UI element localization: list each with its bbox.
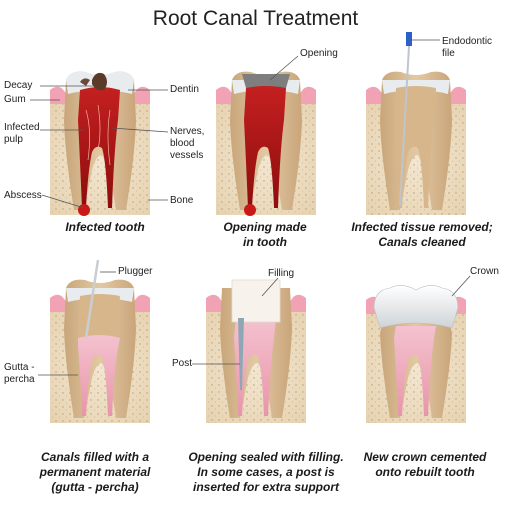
- label-gutta-2: percha: [4, 374, 35, 385]
- caption-line: permanent material: [39, 465, 151, 479]
- label-nerves-2: blood: [170, 138, 195, 149]
- page-title: Root Canal Treatment: [152, 7, 359, 30]
- caption-line: Opening made: [223, 220, 307, 234]
- label-opening: Opening: [300, 48, 338, 59]
- gutta-percha-illustration: [50, 259, 150, 423]
- label-decay: Decay: [4, 80, 33, 91]
- caption-infected-tooth: Infected tooth: [30, 220, 180, 235]
- caption-line: (gutta - percha): [51, 480, 139, 494]
- label-plugger: Plugger: [118, 266, 153, 277]
- opening-made-illustration: [216, 71, 316, 216]
- label-bone: Bone: [170, 195, 194, 206]
- label-filling: Filling: [268, 268, 295, 279]
- label-infected-pulp-2: pulp: [4, 134, 23, 145]
- caption-line: Canals filled with a: [40, 450, 150, 464]
- filling-post-illustration: [206, 279, 306, 423]
- label-abscess: Abscess: [4, 190, 42, 201]
- label-gum: Gum: [4, 94, 26, 105]
- caption-line: inserted for extra support: [192, 480, 340, 494]
- caption-opening-made: Opening made in tooth: [190, 220, 340, 250]
- caption-gutta-percha: Canals filled with a permanent material …: [10, 450, 180, 495]
- canals-cleaned-illustration: [366, 32, 466, 215]
- caption-line: Infected tissue removed;: [351, 220, 493, 234]
- caption-line: In some cases, a post is: [197, 465, 335, 479]
- label-crown: Crown: [470, 266, 499, 277]
- label-endodontic-2: file: [442, 48, 455, 59]
- label-infected-pulp-1: Infected: [4, 122, 40, 133]
- label-nerves-3: vessels: [170, 150, 204, 161]
- label-post: Post: [172, 358, 193, 369]
- caption-crown: New crown cemented onto rebuilt tooth: [350, 450, 500, 480]
- caption-line: Canals cleaned: [378, 235, 466, 249]
- label-gutta-1: Gutta -: [4, 362, 35, 373]
- label-dentin: Dentin: [170, 84, 199, 95]
- caption-line: onto rebuilt tooth: [375, 465, 475, 479]
- caption-line: Opening sealed with filling.: [188, 450, 344, 464]
- crown-illustration: [366, 285, 466, 423]
- caption-line: New crown cemented: [363, 450, 487, 464]
- caption-line: in tooth: [243, 235, 287, 249]
- caption-line: Infected tooth: [65, 220, 145, 234]
- label-endodontic-1: Endodontic: [442, 36, 493, 47]
- label-nerves-1: Nerves,: [170, 126, 205, 137]
- caption-canals-cleaned: Infected tissue removed; Canals cleaned: [336, 220, 508, 250]
- infected-tooth-illustration: [50, 71, 150, 216]
- caption-filling-post: Opening sealed with filling. In some cas…: [176, 450, 356, 495]
